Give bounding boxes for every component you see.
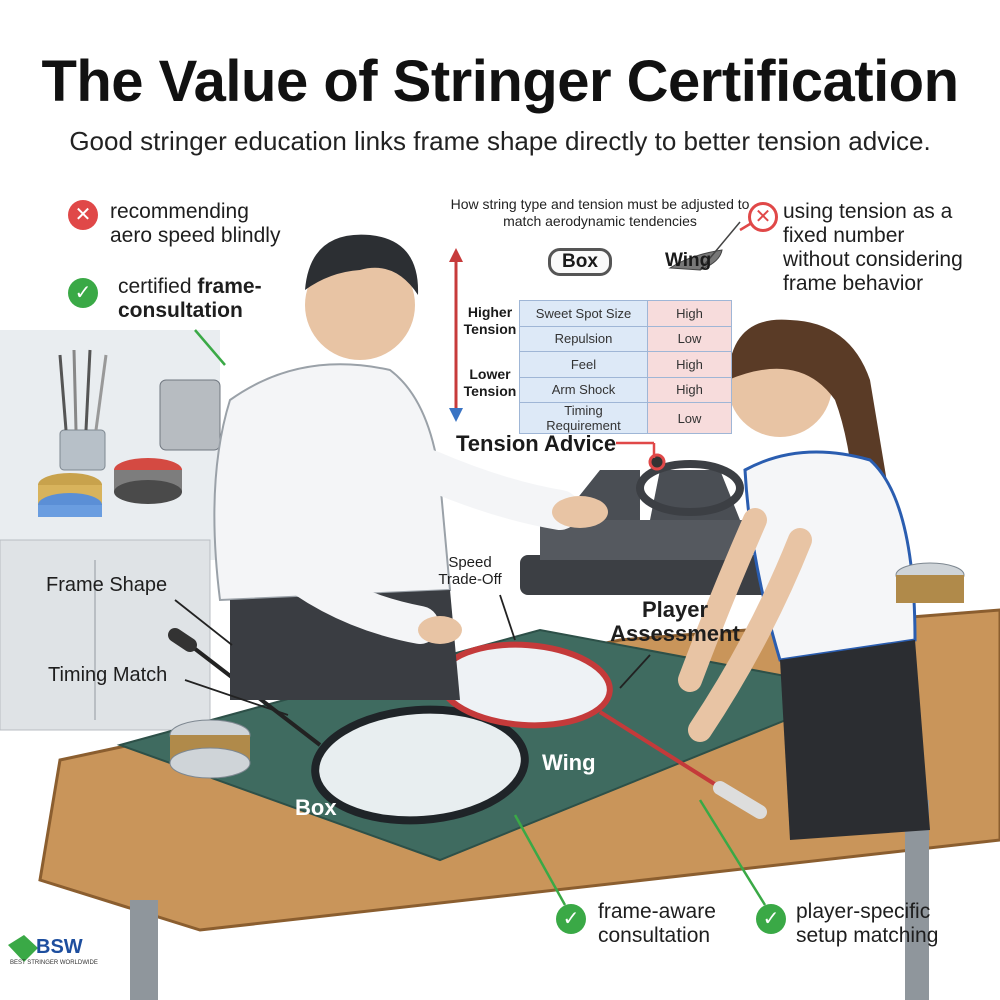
callout-frame-aware: frame-aware consultation — [598, 900, 716, 947]
player-assessment-label: Player Assessment — [610, 597, 740, 646]
callout-certified: certified frame-consultation — [118, 275, 262, 322]
logo-text: BSW — [36, 936, 83, 958]
wing-racket-grip — [713, 781, 767, 819]
check-icon: ✓ — [756, 904, 786, 934]
tension-advice-label: Tension Advice — [456, 431, 617, 456]
stringer-shirt — [213, 363, 452, 602]
vise-machine — [159, 379, 221, 451]
table-caption: How string type and tension must be adju… — [450, 196, 750, 229]
check-icon: ✓ — [68, 278, 98, 308]
box-racket-label: Box — [295, 795, 337, 820]
higher-tension-label: Higher Tension — [463, 304, 517, 337]
stringing-machine-base — [520, 555, 770, 595]
cross-icon: ✕ — [748, 202, 778, 232]
callout-player-specific: player-specific setup matching — [796, 900, 939, 947]
box-racket-head — [311, 705, 529, 825]
stringer-hand — [552, 496, 608, 528]
player-shorts — [780, 640, 930, 840]
table-header-box: Box — [548, 248, 612, 276]
tool-cup — [59, 429, 106, 471]
cross-icon: ✕ — [68, 200, 98, 230]
logo-mark — [8, 935, 38, 962]
wing-racket-label: Wing — [542, 750, 596, 775]
player-shirt — [743, 450, 917, 662]
callout-aero-speed: recommending aero speed blindly — [110, 200, 281, 247]
frame-shape-label: Frame Shape — [46, 574, 168, 596]
page-title: The Value of Stringer Certification — [41, 49, 959, 114]
check-icon: ✓ — [556, 904, 586, 934]
page-subtitle: Good stringer education links frame shap… — [69, 126, 931, 156]
tension-head — [648, 453, 666, 471]
logo-tagline: BEST STRINGER WORLDWIDE — [10, 960, 98, 966]
speed-tradeoff-label: Speed Trade-Off — [438, 554, 502, 588]
timing-match-label: Timing Match — [48, 664, 168, 686]
lower-tension-label: Lower Tension — [463, 366, 517, 399]
stringer-head — [305, 250, 415, 360]
callout-fixed-tension: using tension as a fixed number without … — [783, 200, 963, 295]
table-header-wing: Wing — [665, 250, 712, 271]
box-racket-grip — [168, 628, 197, 652]
